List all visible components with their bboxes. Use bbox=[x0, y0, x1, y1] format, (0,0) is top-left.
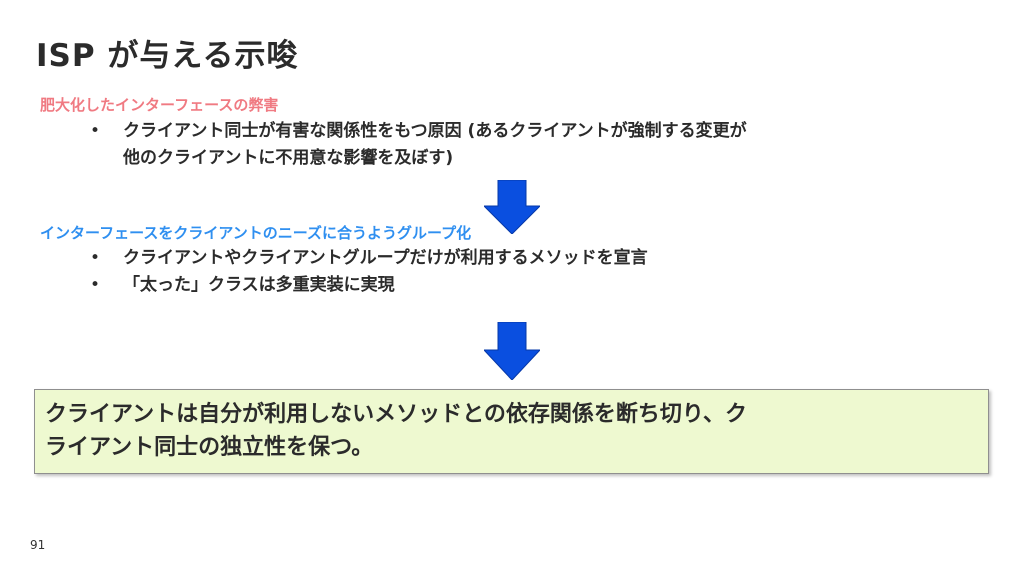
page-number: 91 bbox=[30, 538, 46, 552]
bullet-text-line: クライアント同士が有害な関係性をもつ原因 (あるクライアントが強制する変更が bbox=[123, 121, 747, 141]
bullet-text: クライアントやクライアントグループだけが利用するメソッドを宣言 bbox=[123, 248, 648, 268]
summary-text-line: ライアント同士の独立性を保つ。 bbox=[45, 435, 374, 460]
down-arrow-icon bbox=[484, 180, 540, 234]
bullet-text: 「太った」クラスは多重実装に実現 bbox=[123, 275, 395, 295]
down-arrow-icon bbox=[484, 322, 540, 380]
section-heading-grouping: インターフェースをクライアントのニーズに合うようグループ化 bbox=[40, 224, 472, 242]
slide-title: ISP が与える示唆 bbox=[36, 38, 299, 74]
bullet-text-line: 他のクライアントに不用意な影響を及ぼす) bbox=[123, 148, 454, 168]
bullet-marker: • bbox=[90, 275, 101, 295]
summary-text-line: クライアントは自分が利用しないメソッドとの依存関係を断ち切り、ク bbox=[45, 402, 748, 427]
bullet-marker: • bbox=[90, 248, 101, 268]
bullet-item: • クライアント同士が有害な関係性をもつ原因 (あるクライアントが強制する変更が… bbox=[90, 118, 747, 172]
bullet-list-bloated-interface: • クライアント同士が有害な関係性をもつ原因 (あるクライアントが強制する変更が… bbox=[90, 118, 747, 172]
summary-box: クライアントは自分が利用しないメソッドとの依存関係を断ち切り、ク ライアント同士… bbox=[34, 389, 989, 474]
bullet-list-grouping: • クライアントやクライアントグループだけが利用するメソッドを宣言 • 「太った… bbox=[90, 245, 648, 299]
section-heading-bloated-interface: 肥大化したインターフェースの弊害 bbox=[40, 96, 279, 114]
bullet-marker: • bbox=[90, 121, 101, 141]
bullet-item: • 「太った」クラスは多重実装に実現 bbox=[90, 272, 648, 299]
bullet-item: • クライアントやクライアントグループだけが利用するメソッドを宣言 bbox=[90, 245, 648, 272]
